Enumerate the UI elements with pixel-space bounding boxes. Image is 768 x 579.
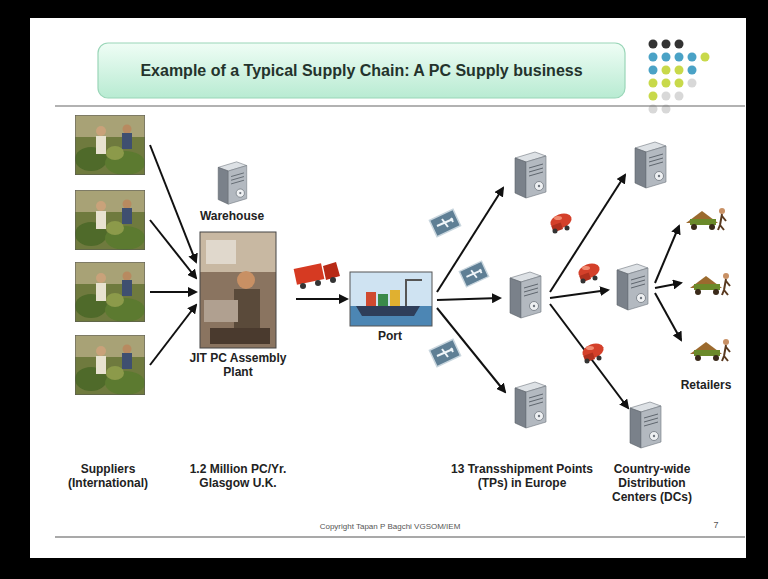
- warehouse-icon: [218, 162, 247, 204]
- plane-icon: [459, 261, 488, 287]
- title-banner: [98, 43, 625, 98]
- image-area: [211, 160, 253, 206]
- node-label: Warehouse: [200, 209, 264, 223]
- supplier-photo: [75, 335, 145, 395]
- truck-icon: [294, 262, 340, 289]
- supplier-photo: [75, 190, 145, 250]
- caption-label: Country-wide Distribution Centers (DCs): [604, 462, 700, 504]
- slide-title: Example of a Typical Supply Chain: A PC …: [98, 43, 625, 98]
- tanker-icon: [576, 261, 601, 284]
- retailer-icon: [690, 339, 730, 361]
- caption-label: 13 Transshipment Points (TPs) in Europe: [446, 462, 598, 490]
- slide-ground: [30, 18, 746, 558]
- tanker-icon: [580, 341, 605, 364]
- flow-arrow: [296, 298, 347, 300]
- plane-icon: [429, 209, 460, 236]
- caption-label: Copyright Tapan P Bagchi VGSOM/IEM: [320, 522, 461, 532]
- dc-server-icon: [630, 402, 661, 448]
- plant-photo: [200, 232, 276, 348]
- retailer-icon: [690, 273, 730, 295]
- node-label: Port: [378, 329, 402, 343]
- image-node: Warehouse: [200, 160, 264, 223]
- tp-server-icon: [515, 152, 546, 198]
- tanker-icon: [548, 211, 573, 234]
- rule-line: [55, 105, 745, 106]
- supply-arrows: [150, 145, 681, 408]
- rule-line: [55, 536, 745, 537]
- node-label: JIT PC Assembly Plant: [182, 351, 294, 379]
- image-area: [349, 272, 431, 326]
- caption-label: Retailers: [681, 378, 732, 392]
- decor-dots: [649, 40, 710, 114]
- image-area: [200, 232, 276, 348]
- caption-label: 1.2 Million PC/Yr. Glasgow U.K.: [172, 462, 304, 490]
- port-photo: [350, 272, 432, 326]
- tp-server-icon: [510, 272, 541, 318]
- caption-label: Suppliers (International): [56, 462, 160, 490]
- supplier-photo: [75, 115, 145, 175]
- image-node: Port: [349, 272, 431, 343]
- image-node: JIT PC Assembly Plant: [182, 232, 294, 379]
- supplier-photo: [75, 262, 145, 322]
- caption-label: 7: [713, 520, 718, 531]
- dc-server-icon: [617, 264, 648, 310]
- tp-server-icon: [515, 382, 546, 428]
- dc-server-icon: [635, 142, 666, 188]
- retailer-icon: [686, 208, 726, 230]
- plane-icon: [429, 339, 460, 366]
